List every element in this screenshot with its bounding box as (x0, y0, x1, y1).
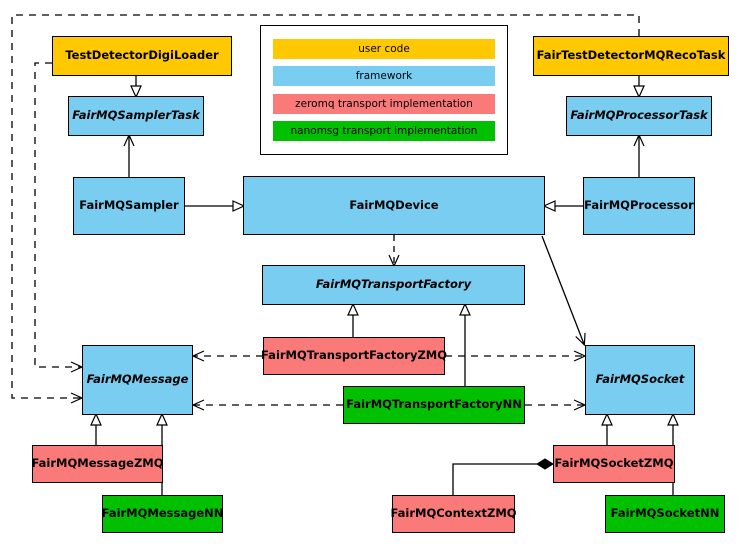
class-node-fairmqprocessortask[interactable]: FairMQProcessorTask (566, 96, 712, 136)
legend: user code framework zeromq transport imp… (260, 25, 508, 155)
legend-label: nanomsg transport implementation (290, 124, 478, 137)
class-node-testdetectordigiloader[interactable]: TestDetectorDigiLoader (52, 36, 232, 76)
class-label: FairMQMessageZMQ (31, 456, 164, 471)
class-label: FairMQTransportFactory (315, 277, 472, 292)
class-label: FairMQProcessor (584, 198, 694, 213)
class-node-fairmqtransportfactorynn[interactable]: FairMQTransportFactoryNN (343, 386, 525, 424)
class-label: FairMQContextZMQ (390, 506, 517, 521)
class-label: FairMQSampler (79, 198, 179, 213)
class-node-fairmqsocketnn[interactable]: FairMQSocketNN (605, 495, 725, 533)
class-label: FairMQTransportFactoryNN (346, 397, 522, 412)
legend-item-zeromq: zeromq transport implementation (273, 93, 495, 114)
legend-item-framework: framework (273, 66, 495, 87)
legend-item-nanomsg: nanomsg transport implementation (273, 120, 495, 141)
class-node-fairmqprocessor[interactable]: FairMQProcessor (583, 177, 695, 235)
class-label: FairMQSocketZMQ (554, 456, 674, 471)
legend-label: framework (355, 70, 413, 83)
class-node-fairmqsocketzmq[interactable]: FairMQSocketZMQ (553, 445, 675, 483)
class-node-fairmqsamplertask[interactable]: FairMQSamplerTask (68, 96, 204, 136)
class-label: TestDetectorDigiLoader (65, 48, 219, 63)
legend-item-user-code: user code (273, 39, 495, 60)
edge-device-socket (541, 235, 586, 347)
class-node-fairmqsocket[interactable]: FairMQSocket (585, 345, 695, 415)
class-label: FairMQMessageNN (101, 506, 224, 521)
class-label: FairMQSocket (595, 372, 685, 387)
edge-contextzmq-socketzmq (452, 458, 554, 495)
legend-label: user code (358, 43, 410, 56)
class-node-fairmqdevice[interactable]: FairMQDevice (243, 176, 545, 235)
legend-label: zeromq transport implementation (295, 97, 473, 110)
class-label: FairMQProcessorTask (570, 108, 708, 123)
class-node-fairmqsampler[interactable]: FairMQSampler (73, 177, 185, 235)
class-node-fairmqmessagezmq[interactable]: FairMQMessageZMQ (31, 445, 164, 483)
class-label: FairTestDetectorMQRecoTask (536, 48, 726, 63)
class-label: FairMQTransportFactoryZMQ (261, 348, 448, 363)
class-node-fairmqmessage[interactable]: FairMQMessage (82, 345, 193, 415)
class-node-fairmqtransportfactory[interactable]: FairMQTransportFactory (262, 265, 525, 305)
class-label: FairMQSocketNN (610, 506, 720, 521)
class-label: FairMQSamplerTask (72, 108, 200, 123)
class-node-fairtestdetectormqrecotask[interactable]: FairTestDetectorMQRecoTask (533, 36, 729, 76)
class-node-fairmqcontextzmq[interactable]: FairMQContextZMQ (390, 495, 517, 533)
class-node-fairmqmessagenn[interactable]: FairMQMessageNN (102, 495, 223, 533)
class-node-fairmqtransportfactoryzmq[interactable]: FairMQTransportFactoryZMQ (261, 337, 448, 375)
class-label: FairMQMessage (86, 372, 189, 387)
class-label: FairMQDevice (349, 197, 439, 212)
